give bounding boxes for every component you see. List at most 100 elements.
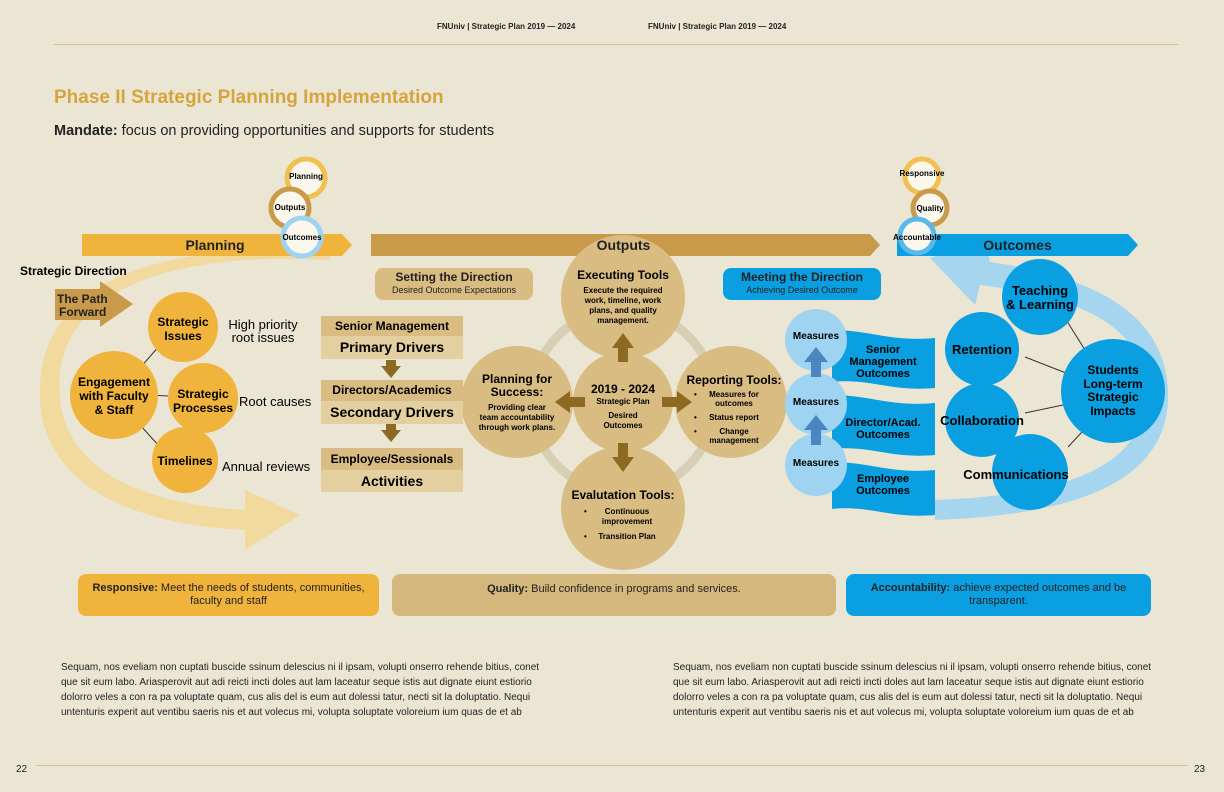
path-forward-line-1: The Path <box>57 292 108 306</box>
footer-rule <box>36 765 1188 766</box>
driver-arrows <box>381 360 401 442</box>
teaching-label: Teaching & Learning <box>995 284 1085 312</box>
flag-senior-line-3: Outcomes <box>856 368 910 380</box>
responsive-label: Responsive: <box>92 582 158 594</box>
strategic-issues-line-1: Strategic <box>157 315 209 329</box>
flag-employee-label: Employee Outcomes <box>842 473 924 497</box>
measures-label-3: Measures <box>792 458 840 469</box>
meeting-direction-box: Meeting the Direction Achieving Desired … <box>723 268 881 300</box>
outcomes-band <box>897 234 1138 256</box>
reporting-tools-text: Reporting Tools: •Measures for outcomes … <box>684 373 784 445</box>
planning-success-line-1: Providing clear <box>488 403 546 412</box>
executing-tools-line-4: management. <box>597 316 649 325</box>
center-plan-text: 2019 - 2024 Strategic Plan Desired Outco… <box>580 383 666 431</box>
flag-senior-label: Senior Management Outcomes <box>842 344 924 380</box>
band-planning-label: Planning <box>185 237 245 253</box>
timelines-label: Timelines <box>157 454 213 468</box>
planning-success-line-2: team accountability <box>479 413 555 422</box>
processes-note: Root causes <box>239 394 312 409</box>
driver-senior-sub: Primary Drivers <box>321 336 463 359</box>
body-text-left: Sequam, nos eveliam non cuptati buscide … <box>61 662 540 718</box>
flag-employee-line-1: Employee <box>857 473 909 485</box>
students-line-1: Students <box>1087 363 1139 377</box>
cycle-quality-label: Quality <box>916 204 944 213</box>
cycle-accountable-label: Accountable <box>892 233 941 242</box>
teaching-circle <box>1002 259 1078 335</box>
flag-director-line-1: Director/Acad. <box>845 417 921 429</box>
accountability-body: achieve expected outcomes and be transpa… <box>950 582 1127 607</box>
students-circle <box>1061 339 1165 443</box>
executing-tools-circle <box>561 235 685 359</box>
quality-text: Quality: Build confidence in programs an… <box>487 583 741 596</box>
engagement-line-3: & Staff <box>94 403 134 417</box>
accountability-label: Accountability: <box>870 582 951 594</box>
meeting-direction-sub: Achieving Desired Outcome <box>746 285 858 295</box>
page-number-right: 23 <box>1194 764 1206 775</box>
center-arrows <box>555 333 692 472</box>
cycle-outputs-label: Outputs <box>274 203 306 212</box>
reporting-bullet-3: •Change management <box>694 427 759 445</box>
strategic-direction-label: Strategic Direction <box>20 264 127 278</box>
planning-success-text: Planning for Success: Providing clear te… <box>468 373 566 433</box>
timelines-note: Annual reviews <box>222 459 311 474</box>
students-line-3: Strategic <box>1087 390 1139 404</box>
mandate-label: Mandate: <box>54 123 118 139</box>
flag-employee-line-2: Outcomes <box>856 485 910 497</box>
engagement-line-2: with Faculty <box>79 389 149 403</box>
cycle-outcomes-label: Outcomes <box>282 233 322 242</box>
reporting-bullet-1: •Measures for outcomes <box>694 390 759 408</box>
engagement-label: Engagement with Faculty & Staff <box>70 375 158 417</box>
evaluation-tools-text: Evalutation Tools: •Continuous improveme… <box>568 488 678 542</box>
flag-director-label: Director/Acad. Outcomes <box>838 417 928 441</box>
evaluation-bullet-2-text: Transition Plan <box>598 532 656 541</box>
right-cycle <box>897 156 950 256</box>
setting-direction-title: Setting the Direction <box>395 270 513 284</box>
strategic-processes-circle <box>168 363 238 433</box>
strategic-processes-line-1: Strategic <box>177 387 229 401</box>
engagement-circle <box>70 351 158 439</box>
strategic-issues-line-2: Issues <box>164 329 202 343</box>
retention-label: Retention <box>952 342 1012 357</box>
issues-note: High priority root issues <box>223 318 303 344</box>
header-right: FNUniv | Strategic Plan 2019 — 2024 <box>648 22 787 31</box>
quality-box: Quality: Build confidence in programs an… <box>392 574 836 616</box>
band-outputs-label: Outputs <box>596 237 651 253</box>
accountability-text: Accountability: achieve expected outcome… <box>864 582 1133 608</box>
flag-senior-line-2: Management <box>849 356 917 368</box>
body-text-right: Sequam, nos eveliam non cuptati buscide … <box>673 662 1152 718</box>
collaboration-circle <box>945 383 1019 457</box>
header-rule <box>54 44 1178 45</box>
planning-success-title-1: Planning for <box>482 372 552 386</box>
path-forward-line-2: Forward <box>59 305 107 319</box>
planning-success-title-2: Success: <box>490 385 544 399</box>
timelines-circle <box>152 427 218 493</box>
cycle-planning-label: Planning <box>289 172 323 181</box>
collaboration-label: Collaboration <box>940 413 1024 428</box>
students-line-2: Long-term <box>1083 376 1143 391</box>
teaching-line-2: & Learning <box>1006 297 1074 312</box>
strategic-processes-label: Strategic Processes <box>168 387 238 415</box>
mandate: Mandate: focus on providing opportunitie… <box>54 123 494 139</box>
evaluation-bullet-2: •Transition Plan <box>584 532 656 541</box>
measures-circle-3 <box>785 434 847 496</box>
executing-tools-line-2: work, timeline, work <box>584 296 662 305</box>
measures-label-1: Measures <box>792 331 840 342</box>
students-line-4: Impacts <box>1090 403 1136 418</box>
driver-employee-sub: Activities <box>321 470 463 492</box>
driver-directors-head: Directors/Academics <box>321 380 463 401</box>
accountability-box: Accountability: achieve expected outcome… <box>846 574 1151 616</box>
driver-employee: Employee/Sessionals Activities <box>321 448 463 492</box>
header-left: FNUniv | Strategic Plan 2019 — 2024 <box>437 22 576 31</box>
setting-direction-sub: Desired Outcome Expectations <box>391 285 517 295</box>
engagement-line-1: Engagement <box>77 375 150 389</box>
center-plan-title: 2019 - 2024 <box>590 382 656 396</box>
issues-note-line-2: root issues <box>231 330 295 345</box>
path-forward-label: The Path Forward <box>57 293 108 319</box>
executing-tools-title: Executing Tools <box>577 268 669 282</box>
cycle-responsive-label: Responsive <box>899 169 945 178</box>
teaching-line-1: Teaching <box>1011 283 1069 298</box>
reporting-tools-title: Reporting Tools: <box>686 373 782 387</box>
responsive-text: Responsive: Meet the needs of students, … <box>88 582 369 608</box>
issues-note-line-1: High priority <box>228 317 298 332</box>
implementation-diagram <box>39 156 1169 570</box>
